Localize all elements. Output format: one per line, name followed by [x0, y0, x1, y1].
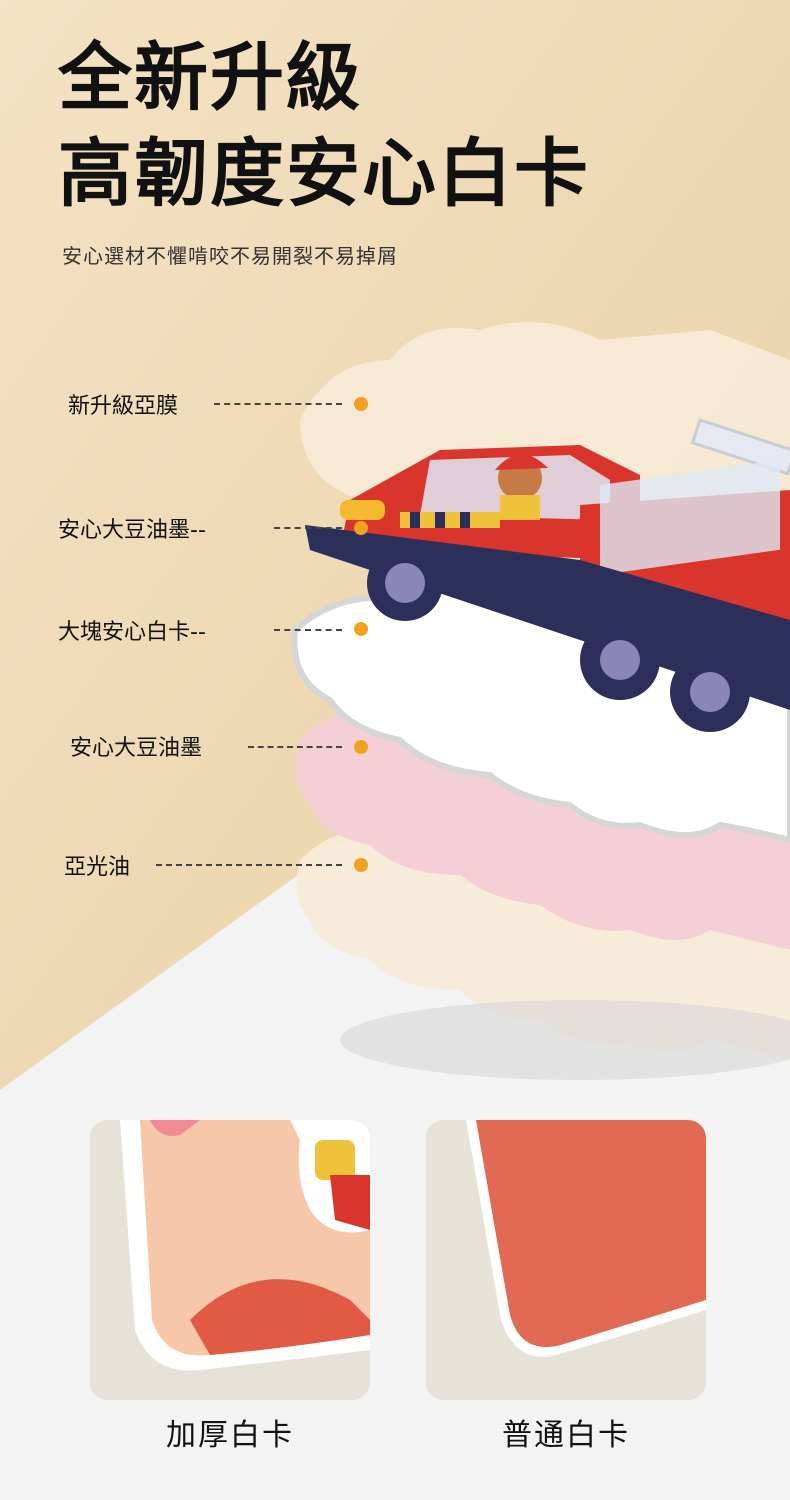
leader-line [214, 403, 342, 405]
normal-card-photo [426, 1120, 706, 1400]
leader-line [248, 746, 342, 748]
layer-dot [354, 521, 368, 535]
thick-card-photo [90, 1120, 370, 1400]
layer-label-matte-oil: 亞光油 [64, 855, 131, 880]
headline-line-2: 高韌度安心白卡 [58, 131, 590, 217]
layer-label-soy-ink-bottom: 安心大豆油墨 [70, 736, 203, 761]
leader-line [156, 864, 342, 866]
headline-line-1: 全新升級 [58, 35, 362, 121]
thick-card-caption: 加厚白卡 [166, 1418, 294, 1453]
subtitle: 安心選材不懼啃咬不易開裂不易掉屑 [62, 244, 398, 268]
headline: 全新升級 高韌度安心白卡 [58, 30, 590, 222]
layer-dot [354, 622, 368, 636]
leader-line [274, 629, 342, 631]
fire-truck-illustration [305, 418, 790, 732]
layer-label-matte-film: 新升級亞膜 [68, 394, 179, 419]
layer-dot [354, 740, 368, 754]
leader-line [274, 527, 342, 529]
layer-dot [354, 397, 368, 411]
normal-card-caption: 普通白卡 [502, 1418, 630, 1453]
layer-dot [354, 858, 368, 872]
layer-label-white-card: 大塊安心白卡-- [58, 620, 206, 645]
layer-label-soy-ink-top: 安心大豆油墨-- [58, 518, 206, 543]
layer-illustration [291, 322, 790, 1080]
